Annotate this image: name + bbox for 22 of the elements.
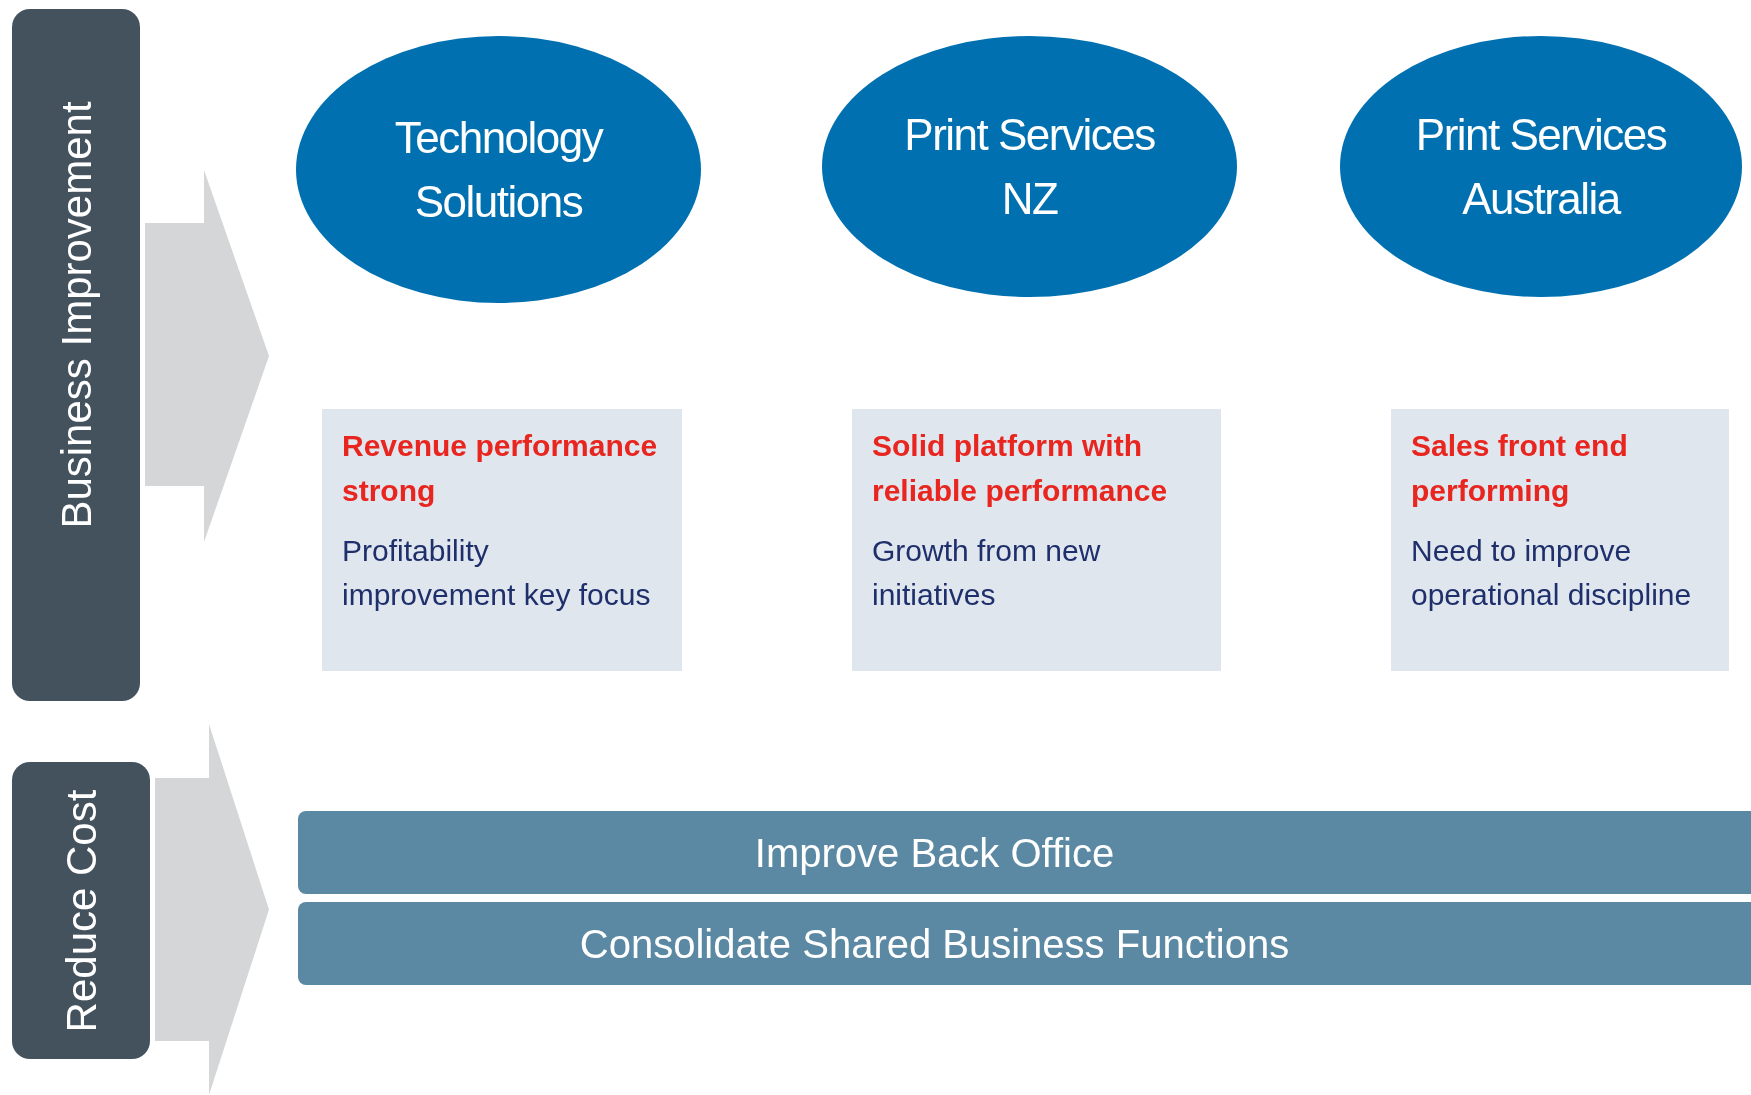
block-arrow [145,170,269,542]
category-label: Business Improvement [51,101,101,529]
initiative-text: Consolidate Shared Business Functions [579,920,1291,968]
initiative-bar [298,811,1751,894]
unit-name: Print Services Australia [1414,108,1668,225]
status-card [1391,409,1729,671]
initiative-text: Improve Back Office [754,829,1116,877]
category-label-box [12,762,150,1059]
status-note: Growth from new initiatives [872,533,1102,613]
status-heading: Sales front end performing [1411,428,1629,509]
category-label: Reduce Cost [56,789,106,1032]
status-card [852,409,1221,671]
category-label-box [12,9,140,701]
status-note: Profitability improvement key focus [342,533,652,613]
status-heading: Solid platform with reliable performance [872,428,1169,509]
block-arrow [155,724,269,1095]
status-heading: Revenue performance strong [342,428,659,509]
status-note: Need to improve operational discipline [1411,533,1693,613]
unit-name: Print Services NZ [903,108,1156,225]
initiative-bar [298,902,1751,985]
unit-name: Technology Solutions [393,111,604,228]
status-card [322,409,682,671]
